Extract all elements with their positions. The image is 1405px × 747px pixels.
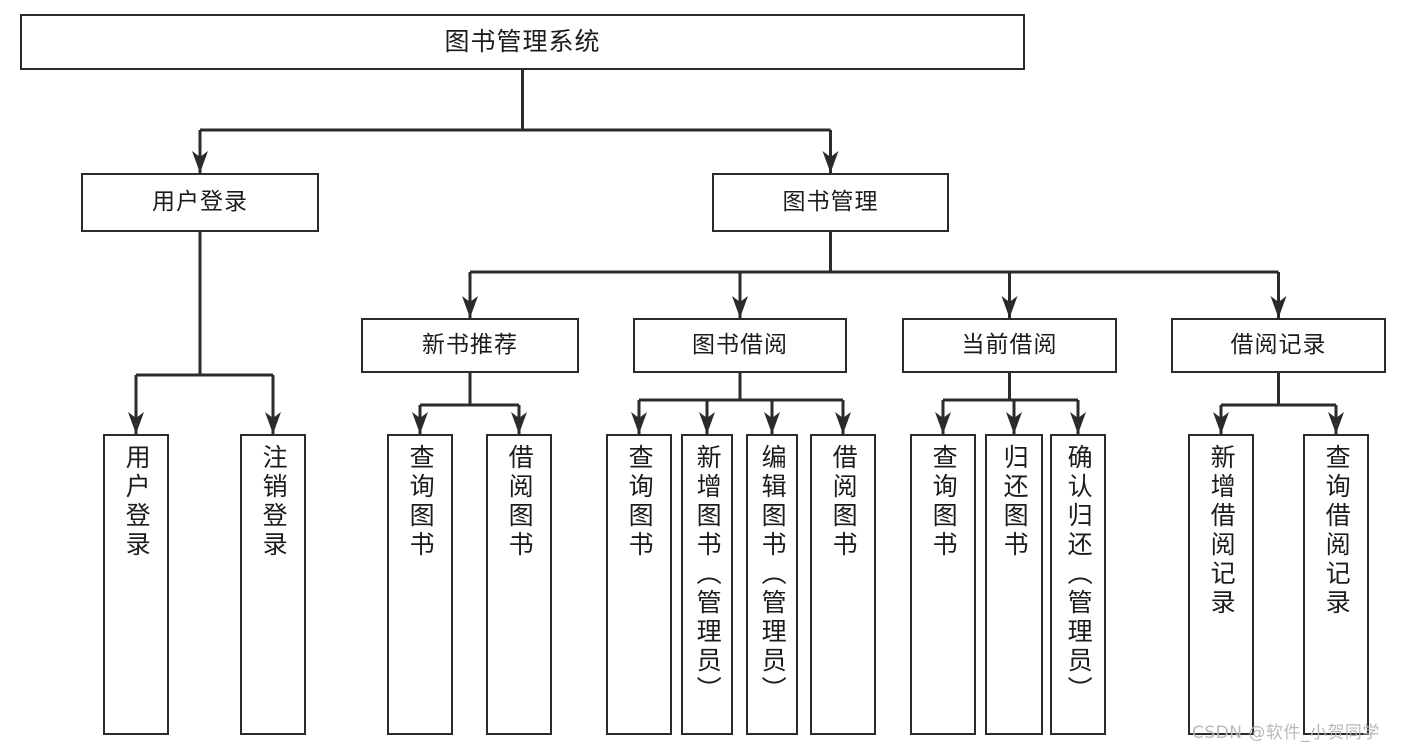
node-label-leaf-cb-confirm-return: 确认归还（管理员） — [1064, 444, 1094, 705]
node-label-leaf-user-logout: 注销登录 — [259, 444, 289, 560]
node-leaf-rec-borrow-book[interactable]: 借阅图书 — [486, 434, 552, 735]
node-label-root: 图书管理系统 — [444, 27, 601, 57]
node-label-leaf-rec-borrow-book: 借阅图书 — [505, 444, 535, 560]
node-leaf-bb-edit-book[interactable]: 编辑图书（管理员） — [746, 434, 798, 735]
arrow-head-leaf-user-login — [128, 412, 144, 434]
node-label-leaf-br-query-record: 查询借阅记录 — [1322, 444, 1352, 618]
arrow-head-leaf-cb-return-book — [1006, 412, 1022, 434]
arrow-head-leaf-bb-edit-book — [764, 412, 780, 434]
arrow-head-book-borrow — [732, 296, 748, 318]
node-label-leaf-rec-query-book: 查询图书 — [406, 444, 436, 560]
node-label-leaf-user-login: 用户登录 — [122, 444, 152, 560]
node-user-login[interactable]: 用户登录 — [81, 173, 319, 232]
arrow-head-leaf-cb-query-book — [935, 412, 951, 434]
arrow-head-leaf-cb-confirm-return — [1070, 412, 1086, 434]
node-label-leaf-bb-borrow-book: 借阅图书 — [829, 444, 859, 560]
arrow-head-user-login — [192, 151, 208, 173]
node-root[interactable]: 图书管理系统 — [20, 14, 1025, 70]
csdn-watermark: CSDN @软件_小贺同学 — [1192, 723, 1380, 743]
node-leaf-user-login[interactable]: 用户登录 — [103, 434, 169, 735]
node-label-user-login: 用户登录 — [152, 188, 248, 215]
arrow-head-leaf-rec-query-book — [412, 412, 428, 434]
node-label-leaf-br-add-record: 新增借阅记录 — [1207, 444, 1237, 618]
arrow-head-leaf-rec-borrow-book — [511, 412, 527, 434]
arrow-head-current-borrow — [1001, 296, 1018, 318]
arrow-head-leaf-br-add-record — [1213, 412, 1229, 434]
node-label-new-book-rec: 新书推荐 — [422, 331, 518, 358]
node-label-current-borrow: 当前借阅 — [961, 331, 1058, 358]
arrow-head-leaf-bb-add-book — [699, 412, 715, 434]
node-current-borrow[interactable]: 当前借阅 — [902, 318, 1117, 373]
node-leaf-cb-query-book[interactable]: 查询图书 — [910, 434, 976, 735]
arrow-head-leaf-user-logout — [265, 412, 281, 434]
node-leaf-br-add-record[interactable]: 新增借阅记录 — [1188, 434, 1254, 735]
node-leaf-bb-add-book[interactable]: 新增图书（管理员） — [681, 434, 733, 735]
arrow-head-new-book-rec — [462, 296, 478, 318]
node-leaf-br-query-record[interactable]: 查询借阅记录 — [1303, 434, 1369, 735]
arrow-head-leaf-bb-borrow-book — [835, 412, 851, 434]
node-borrow-record[interactable]: 借阅记录 — [1171, 318, 1386, 373]
arrow-head-book-manage — [822, 151, 839, 173]
node-leaf-cb-return-book[interactable]: 归还图书 — [985, 434, 1043, 735]
arrow-head-leaf-br-query-record — [1328, 412, 1344, 434]
node-label-leaf-cb-query-book: 查询图书 — [929, 444, 959, 560]
node-label-leaf-bb-edit-book: 编辑图书（管理员） — [758, 444, 788, 705]
node-label-borrow-record: 借阅记录 — [1230, 331, 1327, 358]
node-book-manage[interactable]: 图书管理 — [712, 173, 949, 232]
node-label-book-borrow: 图书借阅 — [692, 331, 788, 358]
node-label-leaf-bb-query-book: 查询图书 — [625, 444, 655, 560]
node-leaf-cb-confirm-return[interactable]: 确认归还（管理员） — [1050, 434, 1106, 735]
node-leaf-user-logout[interactable]: 注销登录 — [240, 434, 306, 735]
arrow-head-leaf-bb-query-book — [631, 412, 647, 434]
node-label-leaf-bb-add-book: 新增图书（管理员） — [693, 444, 723, 705]
arrow-head-borrow-record — [1270, 296, 1287, 318]
node-leaf-rec-query-book[interactable]: 查询图书 — [387, 434, 453, 735]
node-label-leaf-cb-return-book: 归还图书 — [1000, 444, 1030, 560]
node-book-borrow[interactable]: 图书借阅 — [633, 318, 847, 373]
node-leaf-bb-borrow-book[interactable]: 借阅图书 — [810, 434, 876, 735]
node-label-book-manage: 图书管理 — [782, 188, 879, 215]
node-leaf-bb-query-book[interactable]: 查询图书 — [606, 434, 672, 735]
node-new-book-rec[interactable]: 新书推荐 — [361, 318, 579, 373]
